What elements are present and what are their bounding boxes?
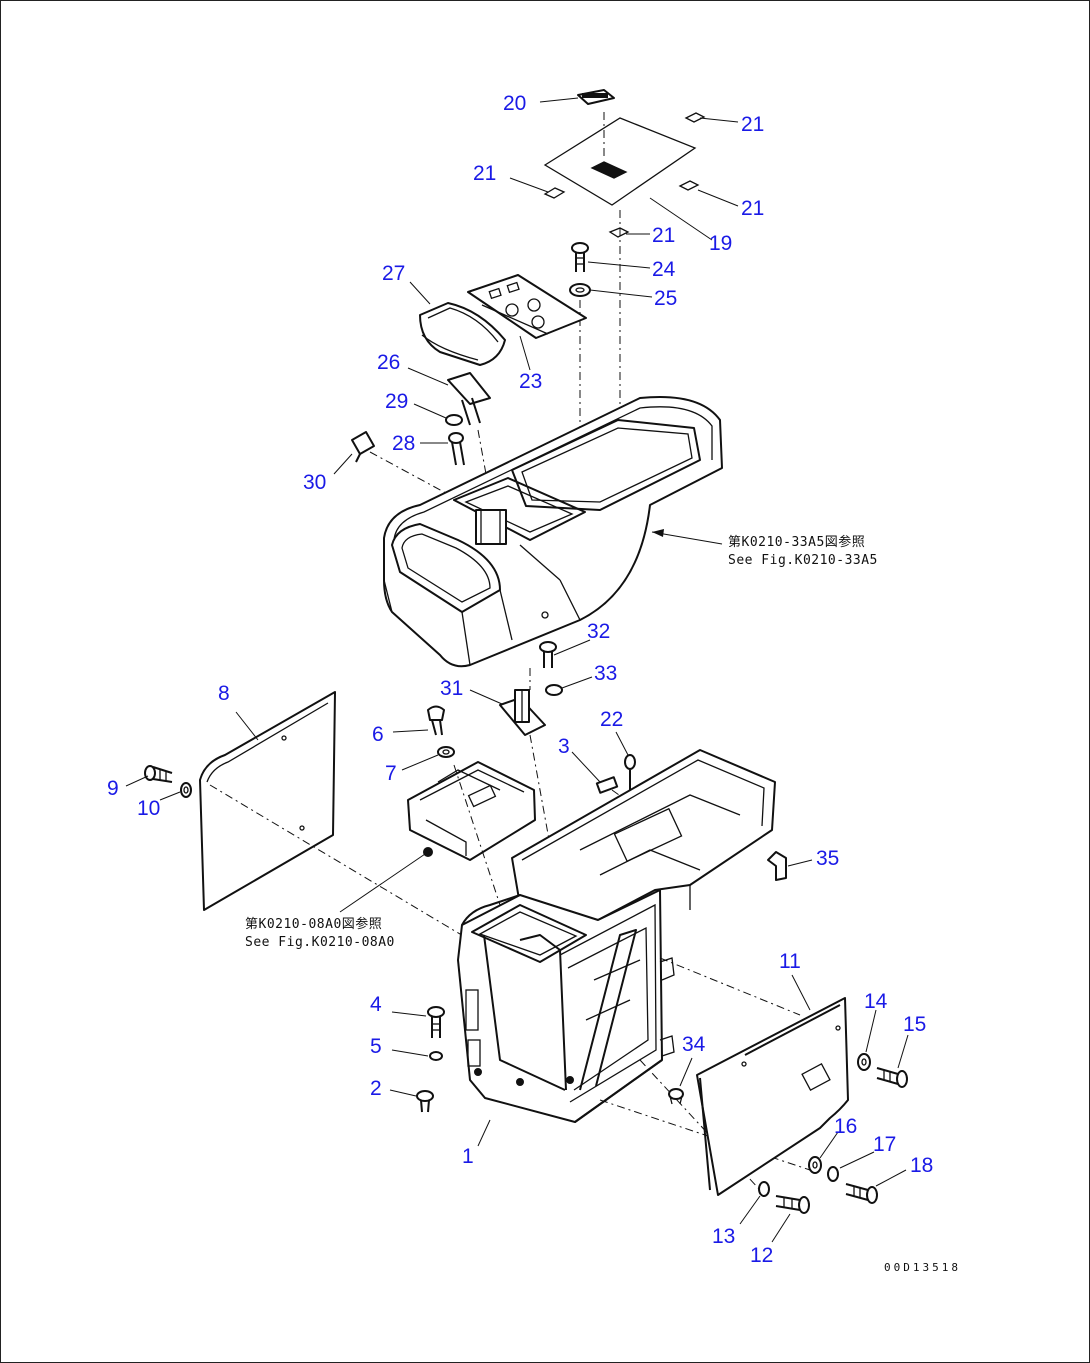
bolt-6 bbox=[427, 705, 445, 736]
callout-33: 33 bbox=[594, 662, 617, 685]
callout-22: 22 bbox=[600, 708, 623, 731]
callout-10: 10 bbox=[137, 797, 160, 820]
clip-21 bbox=[543, 112, 706, 238]
callout-27: 27 bbox=[382, 262, 405, 285]
callout-28: 28 bbox=[392, 432, 415, 455]
callout-25: 25 bbox=[654, 287, 677, 310]
callout-21: 21 bbox=[652, 224, 675, 247]
callout-3: 3 bbox=[558, 735, 570, 758]
callout-20: 20 bbox=[503, 92, 526, 115]
washer-25 bbox=[569, 283, 591, 297]
washer-10 bbox=[180, 782, 192, 798]
reference-upper-jp: 第K0210-33A5図参照 bbox=[728, 534, 865, 550]
callout-labels: 20 21 21 21 21 19 24 25 27 23 26 29 28 3… bbox=[107, 92, 933, 1267]
bolt-32 bbox=[539, 641, 557, 668]
bolt-4 bbox=[427, 1006, 445, 1038]
pin-3 bbox=[595, 776, 641, 811]
reference-lower-en: See Fig.K0210-08A0 bbox=[245, 935, 395, 950]
grommet-2 bbox=[416, 1090, 434, 1113]
side-plate-11 bbox=[696, 997, 849, 1196]
callout-17: 17 bbox=[873, 1133, 896, 1156]
callout-32: 32 bbox=[587, 620, 610, 643]
callout-19: 19 bbox=[709, 232, 732, 255]
reference-lower-jp: 第K0210-08A0図参照 bbox=[245, 916, 382, 932]
callout-4: 4 bbox=[370, 993, 382, 1016]
clip-35 bbox=[767, 851, 787, 881]
callout-21: 21 bbox=[473, 162, 496, 185]
bolt-28 bbox=[448, 432, 465, 466]
washer-17 bbox=[827, 1166, 839, 1182]
callout-9: 9 bbox=[107, 777, 119, 800]
washer-7 bbox=[437, 746, 455, 758]
callout-21: 21 bbox=[741, 197, 764, 220]
washer-5 bbox=[429, 1051, 443, 1061]
callout-5: 5 bbox=[370, 1035, 382, 1058]
callout-11: 11 bbox=[779, 950, 801, 973]
washer-16 bbox=[808, 1156, 822, 1174]
bolt-18 bbox=[845, 1183, 878, 1204]
callout-13: 13 bbox=[712, 1225, 735, 1248]
bolt-12 bbox=[775, 1195, 810, 1214]
washer-13 bbox=[758, 1181, 770, 1197]
inner-module bbox=[339, 761, 536, 913]
nut-14 bbox=[857, 1053, 871, 1071]
reference-arrow-upper bbox=[651, 529, 723, 545]
callout-15: 15 bbox=[903, 1013, 926, 1036]
callout-8: 8 bbox=[218, 682, 230, 705]
grip-20 bbox=[577, 89, 615, 105]
washer-29 bbox=[445, 414, 463, 426]
callout-26: 26 bbox=[377, 351, 400, 374]
reference-note-lower: 第K0210-08A0図参照 See Fig.K0210-08A0 bbox=[245, 916, 395, 950]
callout-2: 2 bbox=[370, 1077, 382, 1100]
callout-30: 30 bbox=[303, 471, 326, 494]
callout-14: 14 bbox=[864, 990, 888, 1013]
reference-note-upper: 第K0210-33A5図参照 See Fig.K0210-33A5 bbox=[728, 534, 878, 568]
reference-upper-en: See Fig.K0210-33A5 bbox=[728, 553, 878, 568]
callout-31: 31 bbox=[440, 677, 463, 700]
washer-33 bbox=[545, 684, 563, 696]
leader-lines bbox=[125, 97, 909, 1243]
callout-21: 21 bbox=[741, 113, 764, 136]
bolt-22 bbox=[624, 754, 636, 830]
callout-24: 24 bbox=[652, 258, 676, 281]
switch-panel-23 bbox=[467, 274, 587, 339]
bolt-9 bbox=[144, 765, 173, 783]
callout-29: 29 bbox=[385, 390, 408, 413]
callout-12: 12 bbox=[750, 1244, 773, 1267]
grommet-34 bbox=[668, 1088, 684, 1105]
callout-16: 16 bbox=[834, 1115, 857, 1138]
upper-console-body bbox=[383, 395, 723, 668]
callout-23: 23 bbox=[519, 370, 542, 393]
side-plate-8 bbox=[199, 691, 471, 941]
callout-1: 1 bbox=[462, 1145, 474, 1168]
callout-7: 7 bbox=[385, 762, 397, 785]
cover-cap-27 bbox=[419, 302, 506, 366]
bolt-15 bbox=[876, 1067, 908, 1088]
callout-18: 18 bbox=[910, 1154, 933, 1177]
callout-34: 34 bbox=[682, 1033, 706, 1056]
callout-6: 6 bbox=[372, 723, 384, 746]
lower-frame-1 bbox=[457, 749, 811, 1191]
drawing-code: 00D13518 bbox=[884, 1261, 961, 1274]
callout-35: 35 bbox=[816, 847, 839, 870]
